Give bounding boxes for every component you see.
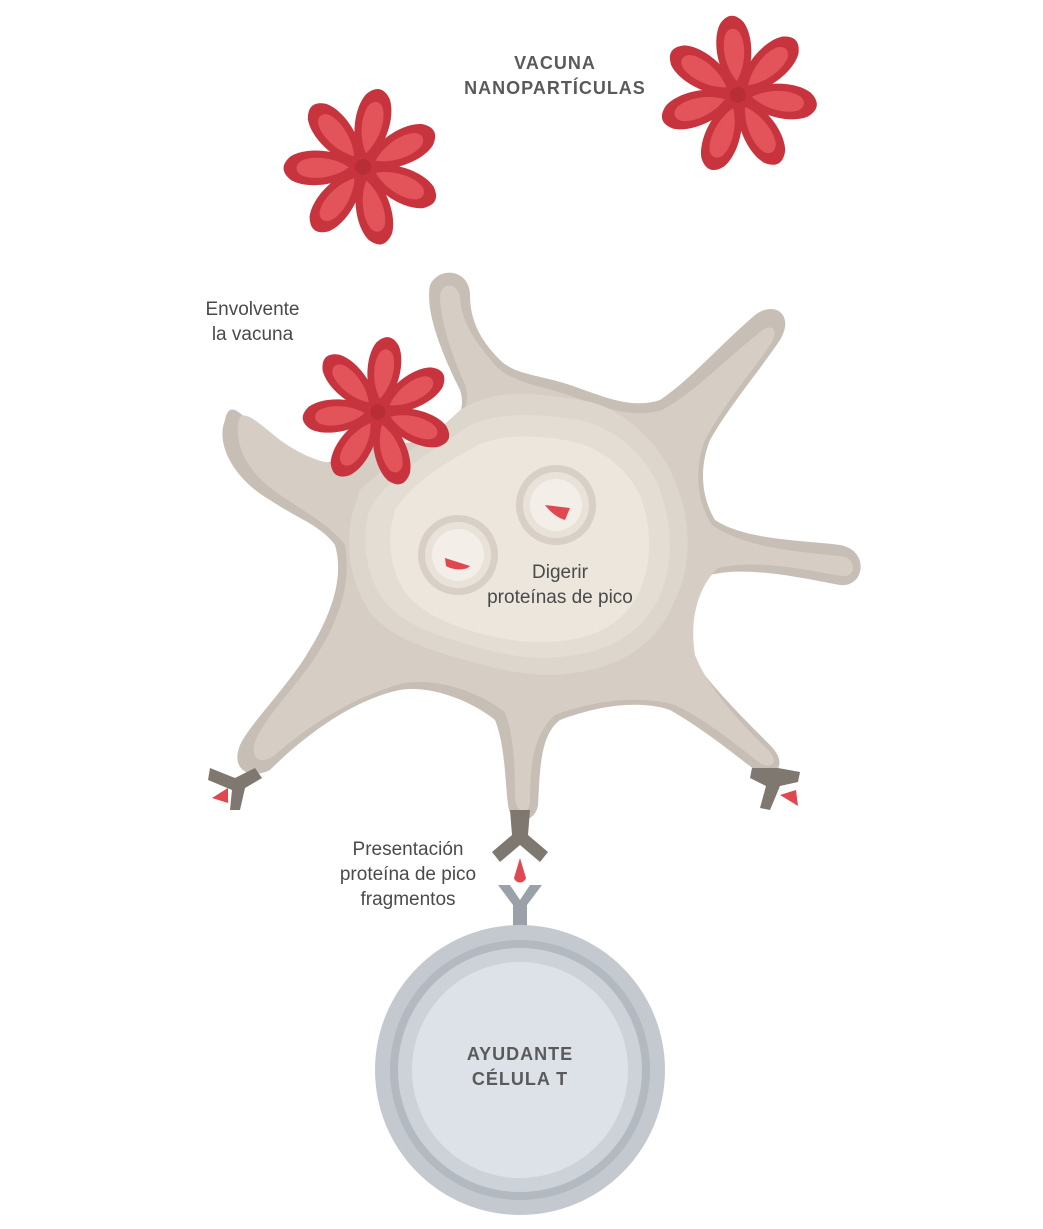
digest-spike-proteins-label: Digerir proteínas de pico (487, 562, 633, 608)
vaccine-nanoparticles-label: VACUNA NANOPARTÍCULAS (464, 53, 646, 98)
nanoparticle-icon (650, 9, 826, 181)
present-spike-fragments-label: Presentación proteína de pico fragmentos (339, 839, 477, 910)
receptor-icon (750, 768, 800, 810)
receptor-icon (208, 768, 262, 810)
t-cell-icon (375, 885, 665, 1215)
nanoparticle-icon (267, 72, 459, 261)
vesicle-icon (418, 515, 498, 595)
helper-t-cell-label: AYUDANTE CÉLULA T (466, 1044, 574, 1089)
engulf-vaccine-label: Envolvente la vacuna (205, 299, 300, 345)
receptor-icon (492, 810, 548, 883)
vesicle-icon (516, 465, 596, 545)
dendritic-cell-icon (222, 272, 861, 820)
